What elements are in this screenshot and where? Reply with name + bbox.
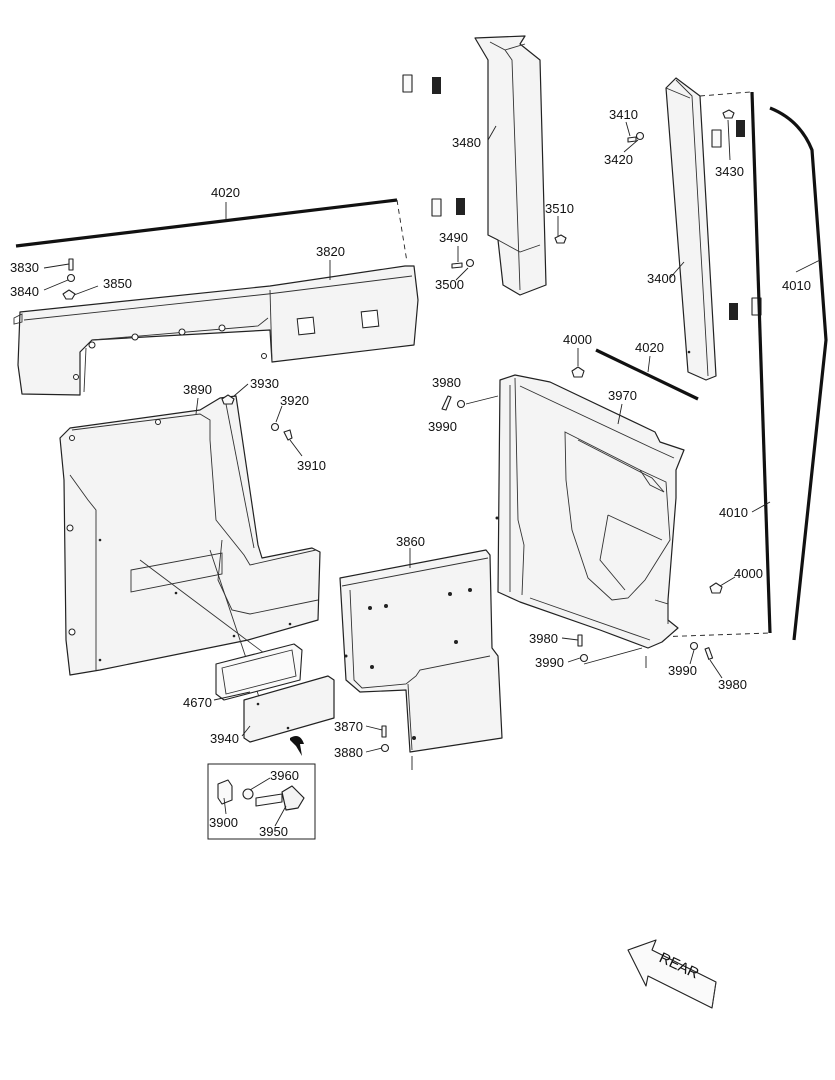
label-3840: 3840 xyxy=(10,284,39,299)
label-3990-lower: 3990 xyxy=(668,663,697,678)
label-3860: 3860 xyxy=(396,534,425,549)
label-3980-lower: 3980 xyxy=(718,677,747,692)
label-4010-upper: 4010 xyxy=(782,278,811,293)
label-3850: 3850 xyxy=(103,276,132,291)
fasteners-3830-3850 xyxy=(62,258,76,300)
label-3510: 3510 xyxy=(545,201,574,216)
label-3410: 3410 xyxy=(609,107,638,122)
leader-lines xyxy=(43,119,821,827)
label-3420: 3420 xyxy=(604,152,633,167)
clip-4000 xyxy=(571,366,723,594)
label-3940: 3940 xyxy=(210,731,239,746)
label-3820: 3820 xyxy=(316,244,345,259)
label-3980-upper: 3980 xyxy=(432,375,461,390)
label-3920: 3920 xyxy=(280,393,309,408)
label-3980-middle: 3980 xyxy=(529,631,558,646)
access-cover-3940 xyxy=(243,675,335,756)
label-4020-left: 4020 xyxy=(211,185,240,200)
label-3430: 3430 xyxy=(715,164,744,179)
label-3400: 3400 xyxy=(647,271,676,286)
label-4670: 4670 xyxy=(183,695,212,710)
fasteners-3490-3510 xyxy=(451,234,567,269)
label-3480: 3480 xyxy=(452,135,481,150)
trim-strip-4020-right xyxy=(595,348,699,401)
gasket-4670 xyxy=(215,643,303,701)
label-3890: 3890 xyxy=(183,382,212,397)
upper-side-panel-3820 xyxy=(13,265,419,396)
fasteners-3410-3430 xyxy=(627,109,735,143)
label-4020-right: 4020 xyxy=(635,340,664,355)
label-4000-lower: 4000 xyxy=(734,566,763,581)
kick-panel-3860 xyxy=(339,549,503,770)
pillar-trim-3400 xyxy=(665,77,751,381)
label-4010-lower: 4010 xyxy=(719,505,748,520)
label-3870: 3870 xyxy=(334,719,363,734)
fasteners-3870-3880 xyxy=(380,725,390,753)
lower-side-panel-3890 xyxy=(59,395,321,701)
pad-pair-3400 xyxy=(711,120,762,320)
label-3960: 3960 xyxy=(270,768,299,783)
part-labels: 4020 3830 3840 3850 3820 3480 3510 3490 … xyxy=(10,107,811,982)
trim-strip-4020-left xyxy=(15,198,408,263)
fasteners-3980-3990 xyxy=(441,395,714,668)
label-3950: 3950 xyxy=(259,824,288,839)
door-panel-3970 xyxy=(495,374,685,649)
label-3880: 3880 xyxy=(334,745,363,760)
label-3970: 3970 xyxy=(608,388,637,403)
label-4000-upper: 4000 xyxy=(563,332,592,347)
label-3990-middle: 3990 xyxy=(535,655,564,670)
label-3930: 3930 xyxy=(250,376,279,391)
fasteners-3910-3930 xyxy=(221,394,293,441)
label-3830: 3830 xyxy=(10,260,39,275)
label-3990-upper: 3990 xyxy=(428,419,457,434)
label-3500: 3500 xyxy=(435,277,464,292)
label-3900: 3900 xyxy=(209,815,238,830)
rear-direction-arrow xyxy=(627,939,717,1009)
weatherstrip-4010 xyxy=(654,91,828,641)
label-3910: 3910 xyxy=(297,458,326,473)
inset-box xyxy=(207,763,316,840)
pad-pair-upper-3480 xyxy=(402,74,465,217)
pillar-trim-3480 xyxy=(474,35,547,296)
label-3490: 3490 xyxy=(439,230,468,245)
